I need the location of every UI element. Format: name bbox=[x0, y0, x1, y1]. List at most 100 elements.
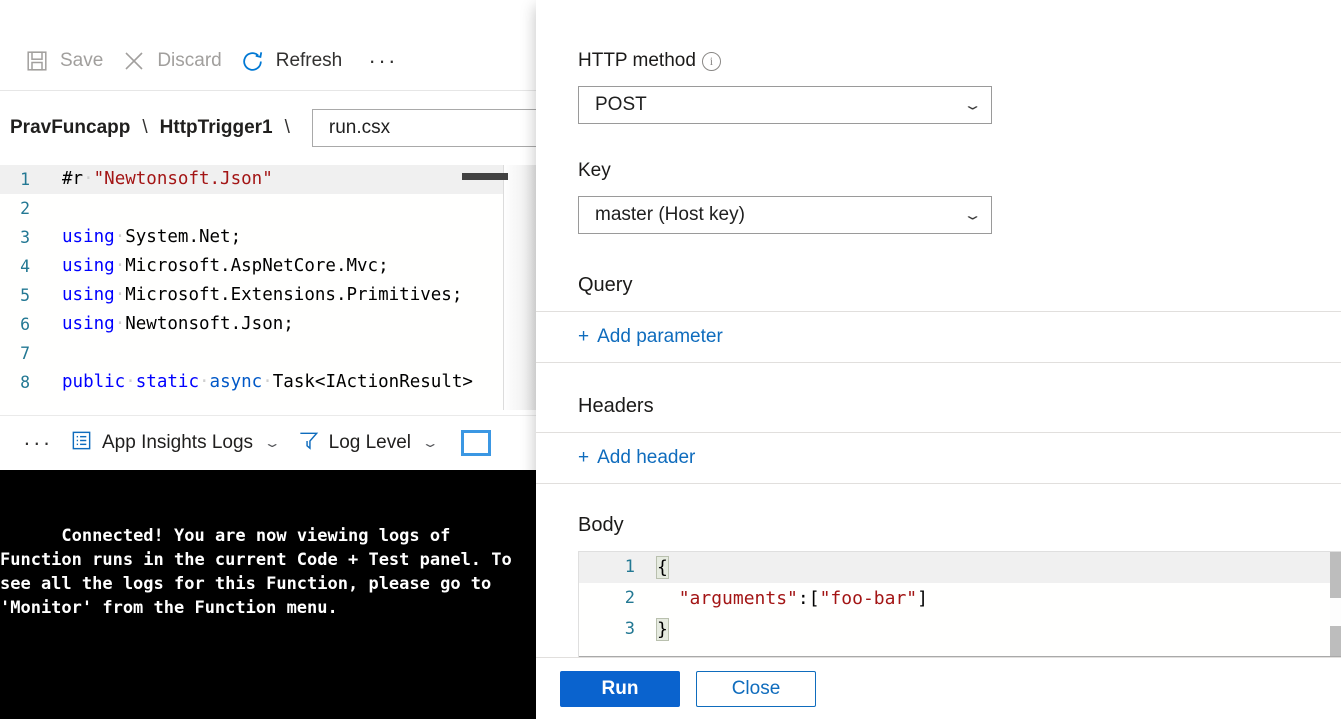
pane-footer: Run Close bbox=[536, 657, 1341, 719]
refresh-circular-arrow-icon bbox=[238, 48, 268, 74]
app-insights-logs-dropdown[interactable]: App Insights Logs ⌄ bbox=[60, 423, 287, 463]
http-method-label-row: HTTP method i bbox=[578, 50, 1341, 72]
body-editor-scrollbar[interactable] bbox=[1330, 552, 1341, 657]
close-x-icon bbox=[119, 48, 149, 74]
logs-console[interactable]: Connected! You are now viewing logs of F… bbox=[0, 470, 536, 719]
code-token: : bbox=[797, 588, 809, 609]
http-method-select[interactable]: POST ⌄ bbox=[578, 86, 992, 124]
file-select-value: run.csx bbox=[328, 117, 391, 138]
line-number: 5 bbox=[20, 286, 30, 305]
info-icon[interactable]: i bbox=[701, 51, 721, 71]
line-number: 8 bbox=[20, 373, 30, 392]
code-line: 1{ bbox=[579, 552, 1341, 583]
command-toolbar: Save Discard Refresh bbox=[0, 36, 536, 86]
line-number: 4 bbox=[20, 257, 30, 276]
line-content: using·System.Net; bbox=[48, 223, 241, 252]
code-editor-scrollbar[interactable] bbox=[462, 165, 508, 410]
query-divider-top bbox=[536, 311, 1341, 312]
save-disk-icon bbox=[22, 48, 52, 74]
body-editor-scroll-thumb-top[interactable] bbox=[1330, 552, 1341, 598]
key-label: Key bbox=[578, 160, 611, 181]
line-content: } bbox=[656, 614, 669, 645]
file-select[interactable]: run.csx bbox=[311, 109, 536, 147]
code-token: [ bbox=[808, 588, 820, 609]
query-divider-bottom bbox=[536, 362, 1341, 363]
logs-overflow-button[interactable]: ··· bbox=[23, 430, 53, 455]
http-method-value: POST bbox=[595, 94, 647, 115]
code-editor-scroll-thumb[interactable] bbox=[462, 173, 508, 180]
code-token: } bbox=[656, 618, 669, 641]
log-list-icon bbox=[70, 429, 93, 458]
toolbar-divider bbox=[0, 90, 536, 91]
add-header-label: Add header bbox=[597, 447, 696, 468]
line-content: using·Newtonsoft.Json; bbox=[48, 310, 294, 339]
code-line: 2 bbox=[0, 194, 536, 223]
code-token: using bbox=[62, 256, 115, 276]
copy-square-icon[interactable] bbox=[460, 430, 491, 456]
add-parameter-button[interactable]: + Add parameter bbox=[578, 326, 723, 348]
run-button[interactable]: Run bbox=[560, 670, 680, 707]
log-level-label: Log Level bbox=[328, 432, 412, 453]
chevron-down-icon: ⌄ bbox=[962, 98, 983, 113]
line-number: 7 bbox=[20, 344, 30, 363]
code-token: Task<IActionResult> bbox=[272, 372, 473, 392]
code-token: Microsoft.Extensions.Primitives; bbox=[125, 285, 463, 305]
code-token: using bbox=[62, 285, 115, 305]
refresh-button[interactable]: Refresh bbox=[234, 40, 355, 82]
code-token: "Newtonsoft.Json" bbox=[93, 169, 273, 189]
code-line: 3} bbox=[579, 614, 1341, 645]
toolbar-overflow-button[interactable]: ··· bbox=[368, 48, 398, 73]
code-token: #r bbox=[62, 169, 84, 189]
body-editor[interactable]: 1{2 "arguments":["foo-bar"]3} bbox=[578, 551, 1341, 657]
code-token: · bbox=[83, 169, 94, 189]
breadcrumb: PravFuncapp \ HttpTrigger1 \ run.csx bbox=[0, 100, 536, 156]
code-token: ] bbox=[917, 588, 928, 609]
code-token: · bbox=[262, 372, 273, 392]
headers-divider-top bbox=[536, 432, 1341, 433]
body-section-title: Body bbox=[578, 514, 624, 536]
add-parameter-label: Add parameter bbox=[597, 326, 723, 347]
body-editor-hscroll[interactable] bbox=[579, 656, 1341, 657]
code-token: Microsoft.AspNetCore.Mvc; bbox=[125, 256, 389, 276]
body-editor-scroll-thumb-bottom[interactable] bbox=[1330, 626, 1341, 657]
test-run-pane: HTTP method i POST ⌄ Key master (Host ke… bbox=[536, 0, 1341, 719]
add-header-button[interactable]: + Add header bbox=[578, 447, 695, 469]
discard-button[interactable]: Discard bbox=[115, 40, 233, 82]
refresh-label: Refresh bbox=[275, 50, 343, 71]
breadcrumb-app[interactable]: PravFuncapp bbox=[10, 117, 131, 138]
code-token: · bbox=[114, 314, 126, 334]
line-content: public·static·async·Task<IActionResult> bbox=[48, 368, 473, 397]
line-content: using·Microsoft.AspNetCore.Mvc; bbox=[48, 252, 389, 281]
chevron-down-icon: ⌄ bbox=[962, 208, 983, 223]
breadcrumb-function[interactable]: HttpTrigger1 bbox=[159, 117, 273, 138]
code-token: using bbox=[62, 314, 115, 334]
code-token: System.Net; bbox=[125, 227, 242, 247]
plus-icon: + bbox=[578, 447, 590, 468]
code-token: Newtonsoft.Json; bbox=[125, 314, 294, 334]
code-line: 6 using·Newtonsoft.Json; bbox=[0, 310, 536, 339]
log-level-dropdown[interactable]: Log Level ⌄ bbox=[287, 423, 445, 463]
code-token: · bbox=[198, 372, 210, 392]
editor-right-rule bbox=[503, 165, 504, 410]
code-token: static bbox=[135, 372, 199, 392]
discard-label: Discard bbox=[157, 50, 222, 71]
code-line: 1#r·"Newtonsoft.Json" bbox=[0, 165, 536, 194]
code-token: · bbox=[125, 372, 136, 392]
key-select[interactable]: master (Host key) ⌄ bbox=[578, 196, 992, 234]
code-line: 4 using·Microsoft.AspNetCore.Mvc; bbox=[0, 252, 536, 281]
save-button[interactable]: Save bbox=[18, 40, 115, 82]
line-number: 2 bbox=[624, 588, 635, 608]
line-number: 3 bbox=[624, 619, 635, 639]
line-number: 6 bbox=[20, 315, 30, 334]
close-button[interactable]: Close bbox=[696, 670, 816, 707]
test-run-scroll-area: HTTP method i POST ⌄ Key master (Host ke… bbox=[536, 0, 1341, 657]
code-token: · bbox=[114, 227, 126, 247]
line-number: 2 bbox=[20, 199, 30, 218]
code-token: { bbox=[656, 556, 669, 579]
logs-console-text: Connected! You are now viewing logs of F… bbox=[0, 526, 522, 618]
line-content: "arguments":["foo-bar"] bbox=[657, 583, 928, 614]
